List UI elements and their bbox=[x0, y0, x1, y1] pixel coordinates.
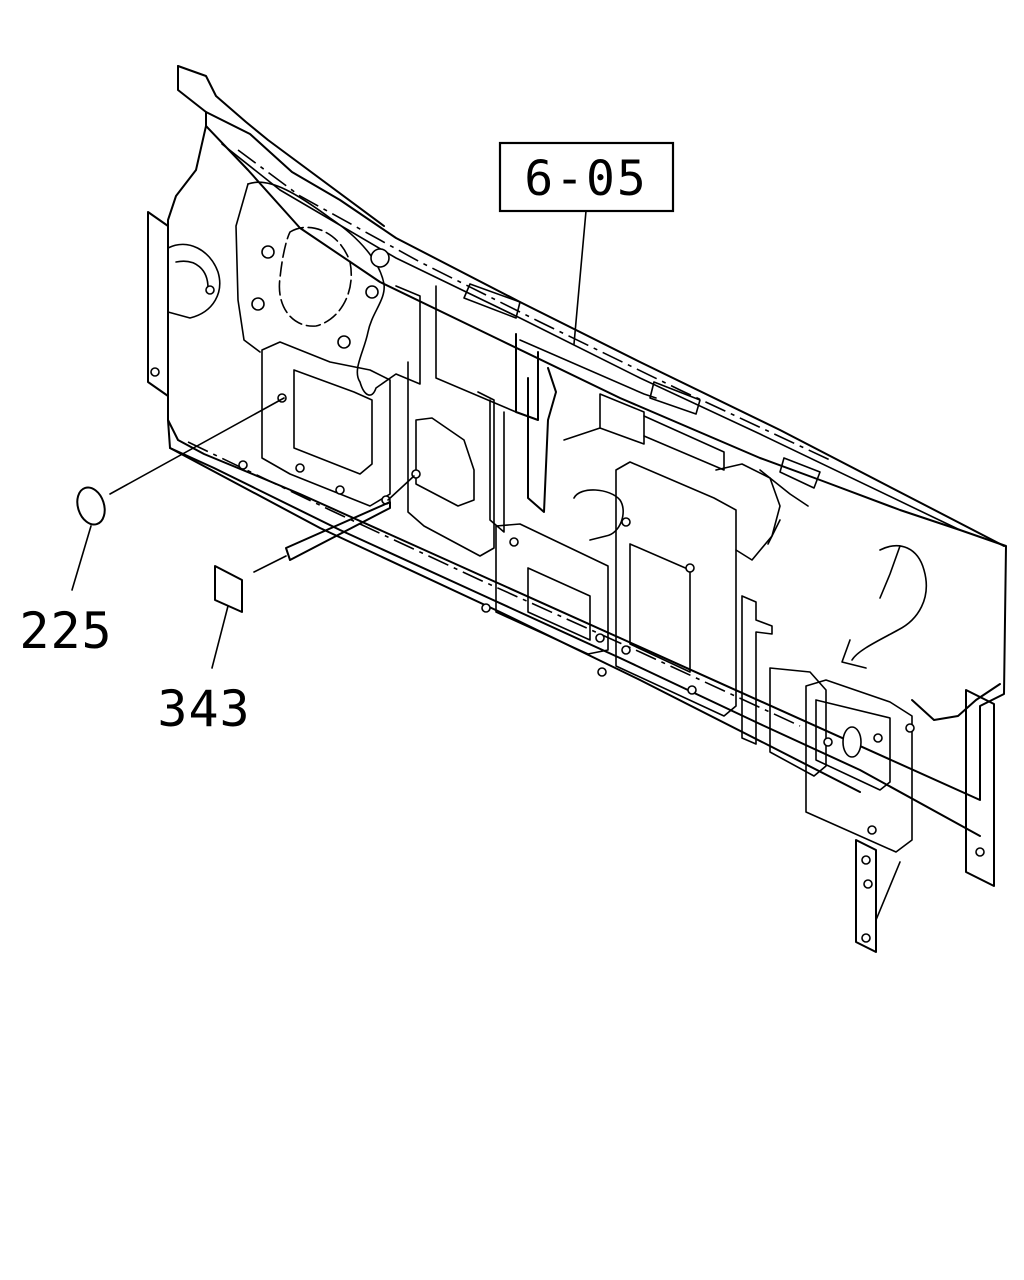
dash-panel-body bbox=[147, 65, 1007, 953]
part-225-plug-shape bbox=[76, 486, 106, 526]
part-343-callout-line bbox=[211, 605, 229, 669]
part-343-leader-line-upper bbox=[387, 475, 415, 501]
part-225-leader-line bbox=[109, 397, 285, 495]
part-343-leader-line bbox=[253, 555, 287, 573]
part-225-callout-line bbox=[71, 525, 92, 591]
part-343-leader-shaft bbox=[285, 501, 391, 561]
reference-label-box bbox=[498, 141, 675, 213]
part-343-plate-shape bbox=[214, 565, 243, 613]
part-343-label: 343 bbox=[157, 680, 250, 738]
part-225: 225 bbox=[19, 397, 285, 660]
reference-leader-line bbox=[573, 210, 587, 345]
part-225-label: 225 bbox=[19, 602, 112, 660]
reference-callout: 6-05 bbox=[498, 141, 675, 345]
part-343: 343 bbox=[157, 475, 415, 738]
reference-label: 6-05 bbox=[524, 151, 648, 207]
